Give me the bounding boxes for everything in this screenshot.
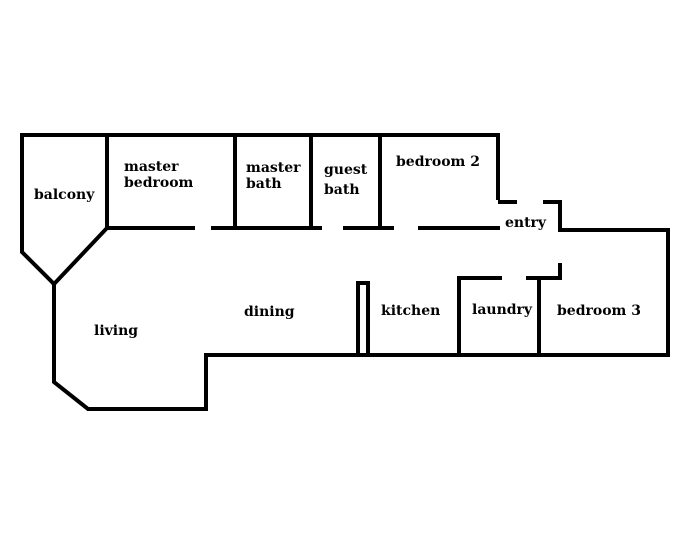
balcony-wall [51,133,109,287]
master-bedroom-label: master bedroom [124,159,194,191]
entry-label: entry [505,215,547,231]
bedroom-2-label: bedroom 2 [396,154,480,170]
balcony-label: balcony [34,187,95,203]
outer-wall-top-west [20,133,670,411]
entry-closet-wall [526,263,562,280]
guest-bath-label: guest bath [324,162,372,198]
kitchen-partition-wall [356,281,370,357]
living-label: living [94,323,138,339]
dining-label: dining [244,304,295,320]
bedroom-3-label: bedroom 3 [557,303,641,319]
interior-walls [51,133,562,357]
kitchen-label: kitchen [381,303,440,319]
exterior-walls [20,133,670,411]
room-labels: balcony master bedroom master bath guest… [34,154,641,339]
laundry-wall [457,276,502,357]
master-bath-label: master bath [246,160,305,192]
laundry-label: laundry [472,302,533,318]
